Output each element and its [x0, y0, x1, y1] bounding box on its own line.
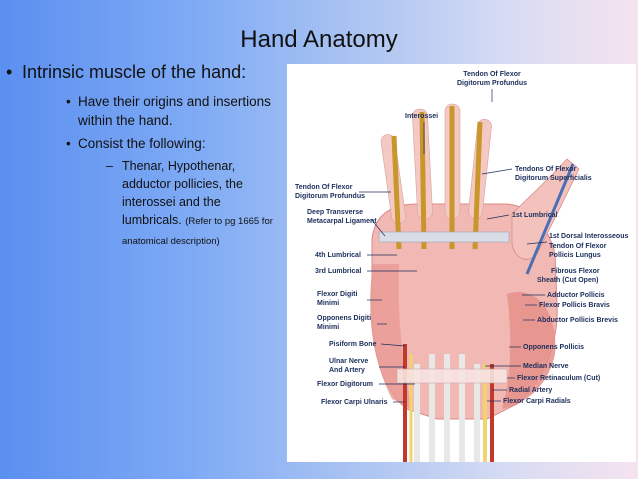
- deep-transverse-ligament: [378, 231, 510, 243]
- bullet-level2: • Have their origins and insertions with…: [6, 92, 276, 130]
- label-tendons-fds: Digitorum Superficialis: [515, 175, 592, 182]
- label-ulnar: And Artery: [329, 367, 365, 374]
- bullet-level1: • Intrinsic muscle of the hand:: [6, 60, 276, 84]
- bullet-text: Consist the following:: [78, 136, 206, 151]
- thumb-shape: [511, 158, 580, 260]
- label-deep-transverse: Metacarpal Ligament: [307, 218, 377, 225]
- label-tendon-fpl: Tendon Of Flexor: [549, 243, 607, 250]
- label-adductor-pollicis: Adductor Pollicis: [547, 292, 605, 299]
- label-opponens-digiti: Opponens Digiti: [317, 315, 371, 322]
- finger-tendon: [391, 135, 402, 250]
- bullet-list: • Intrinsic muscle of the hand: • Have t…: [6, 60, 276, 251]
- bullet-text: Have their origins and insertions within…: [78, 94, 271, 128]
- label-deep-transverse: Deep Transverse: [307, 209, 363, 216]
- label-fibrous-flexor: Sheath (Cut Open): [537, 277, 598, 284]
- label-flexor-retinaculum: Flexor Retinaculum (Cut): [517, 375, 600, 382]
- label-tendon-fdp-top: Digitorum Profundus: [457, 80, 527, 87]
- thumb-tendon: [525, 163, 575, 275]
- label-ulnar: Ulnar Nerve: [329, 358, 368, 365]
- label-flexor-digiti: Flexor Digiti: [317, 291, 358, 298]
- thenar-muscle: [502, 292, 556, 409]
- label-fcu: Flexor Carpi Ulnaris: [321, 399, 388, 406]
- bullet-dot: •: [66, 94, 71, 109]
- label-fpb: Flexor Pollicis Bravis: [539, 302, 610, 309]
- label-flexor-digiti: Minimi: [317, 300, 339, 307]
- finger-tendon: [419, 111, 427, 250]
- bullet-level2: • Consist the following:: [6, 134, 276, 153]
- bullet-note: (Refer to pg 1665 for anatomical descrip…: [122, 216, 273, 247]
- label-4th-lumbrical: 4th Lumbrical: [315, 252, 361, 259]
- label-median-nerve: Median Nerve: [523, 363, 569, 370]
- label-3rd-lumbrical: 3rd Lumbrical: [315, 268, 361, 275]
- bullet-dash: –: [106, 159, 113, 173]
- label-tendon-fdp-left: Digitorum Profundus: [295, 193, 365, 200]
- finger-tendon: [472, 121, 483, 250]
- label-1st-lumbrical: 1st Lumbrical: [512, 212, 558, 219]
- label-tendon-fpl: Pollicis Lungus: [549, 252, 601, 259]
- bullet-text: Thenar, Hypothenar, adductor pollicies, …: [122, 159, 243, 227]
- flexor-retinaculum: [396, 368, 508, 384]
- label-radial-artery: Radial Artery: [509, 387, 552, 394]
- label-dorsal-interosseous: 1st Dorsal Interosseous: [549, 233, 628, 240]
- label-pisiform: Pisiform Bone: [329, 341, 377, 348]
- label-interossei: Interossei: [405, 113, 438, 120]
- label-opponens-digiti: Minimi: [317, 324, 339, 331]
- label-tendon-fdp-left: Tendon Of Flexor: [295, 184, 353, 191]
- hand-anatomy-diagram: Tendon Of Flexor Digitorum Profundus Int…: [295, 71, 628, 462]
- hand-anatomy-figure: Tendon Of Flexor Digitorum Profundus Int…: [287, 64, 636, 462]
- label-tendon-fdp-top: Tendon Of Flexor: [463, 71, 521, 78]
- label-fibrous-flexor: Fibrous Flexor: [551, 268, 600, 275]
- label-tendons-fds: Tendons Of Flexor: [515, 166, 577, 173]
- bullet-level3: – Thenar, Hypothenar, adductor pollicies…: [6, 157, 276, 251]
- label-fcr: Flexor Carpi Radials: [503, 398, 571, 405]
- label-flexor-digitorum: Flexor Digitorum: [317, 381, 373, 388]
- bullet-dot: •: [66, 136, 71, 151]
- bullet-dot: •: [6, 62, 13, 82]
- bullet-text: Intrinsic muscle of the hand:: [22, 62, 247, 82]
- label-apb: Abductor Pollicis Brevis: [537, 317, 618, 324]
- label-opponens-pollicis: Opponens Pollicis: [523, 344, 584, 351]
- slide-title: Hand Anatomy: [240, 26, 398, 53]
